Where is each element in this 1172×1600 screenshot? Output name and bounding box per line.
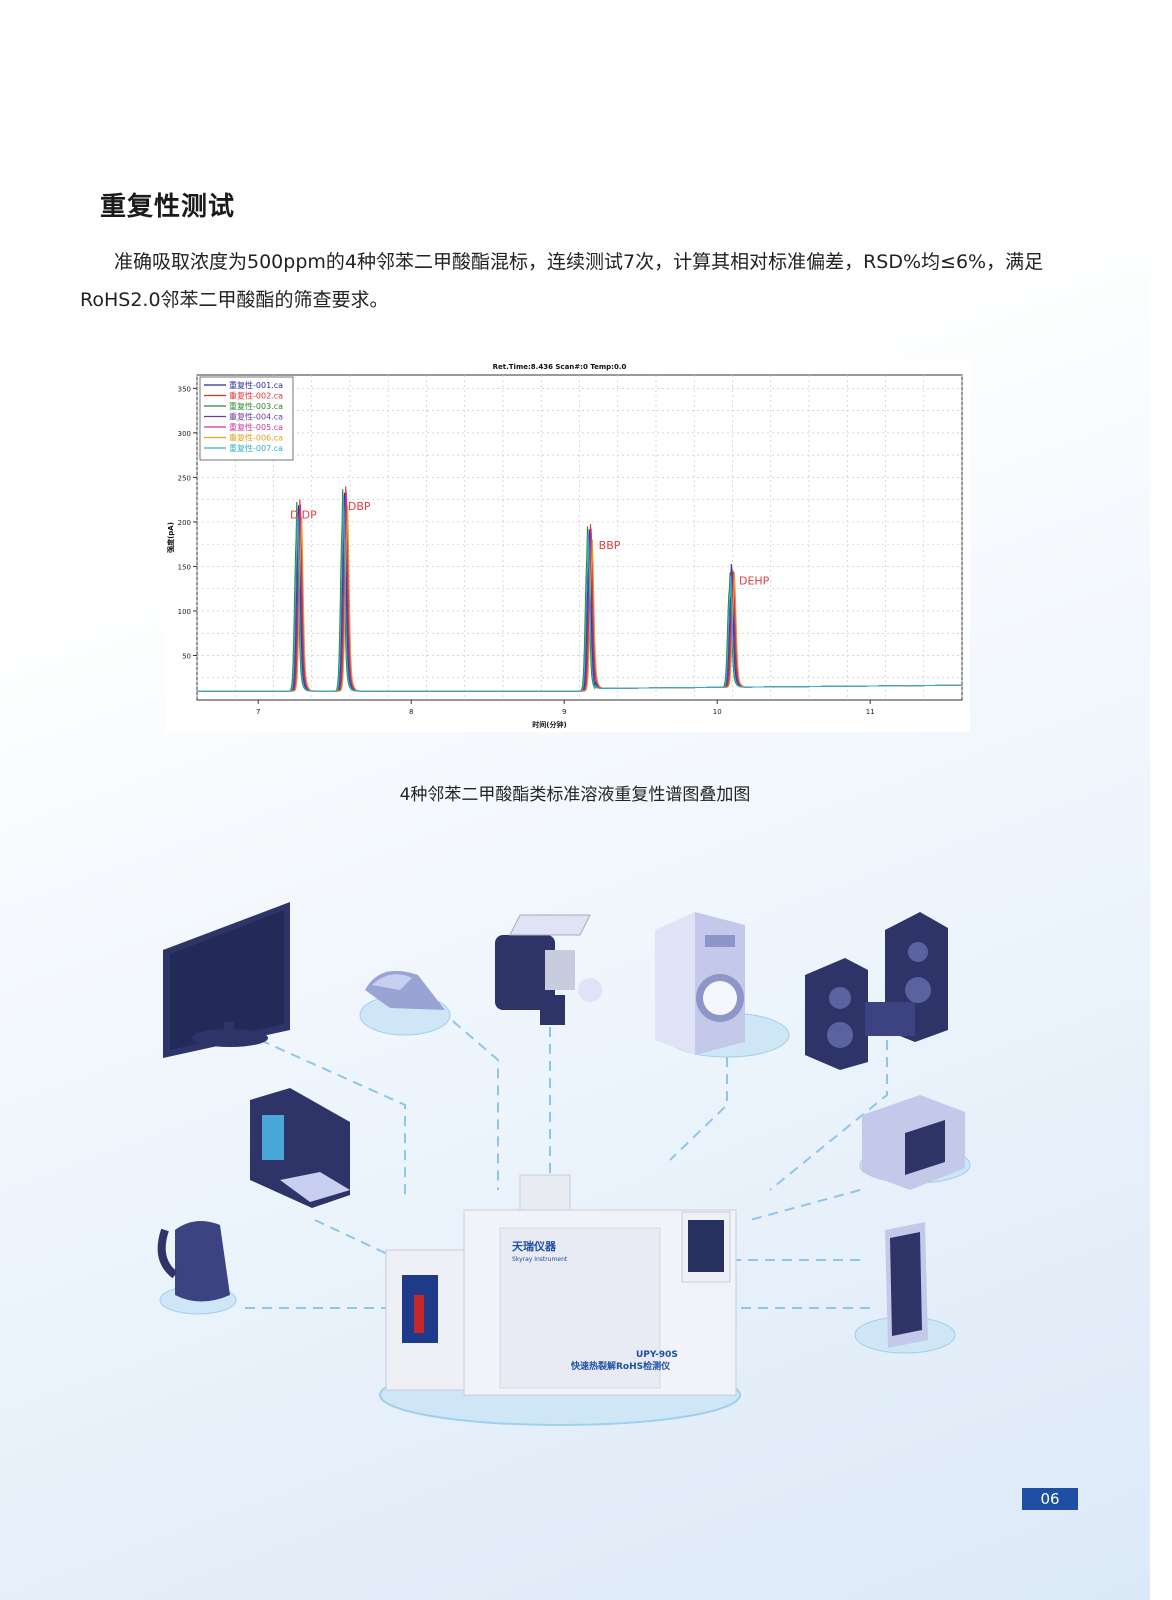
section-title: 重复性测试 (100, 192, 236, 222)
y-tick-label: 300 (178, 430, 191, 438)
smartphone-icon (854, 1222, 956, 1354)
legend-label: 重复性-006.ca (229, 433, 283, 443)
y-tick-label: 100 (178, 608, 191, 616)
legend-box (199, 376, 294, 461)
peak-label: DEHP (739, 574, 770, 587)
appliance-illustration: 天瑞仪器 Skyray Instrument UPY-90S 快速热裂解RoHS… (150, 890, 980, 1450)
peak-label: DIDP (290, 509, 317, 522)
kettle-icon (157, 1221, 237, 1315)
brand-en: Skyray Instrument (512, 1256, 568, 1263)
microwave-icon (859, 1095, 971, 1190)
model-label: UPY-90S (636, 1350, 678, 1360)
chart-title: Ret.Time:8.436 Scan#:0 Temp:0.0 (493, 363, 627, 371)
y-tick-label: 150 (178, 563, 191, 571)
x-tick-label: 9 (562, 708, 566, 716)
paragraph-text: 准确吸取浓度为500ppm的4种邻苯二甲酸酯混标，连续测试7次，计算其相对标准偏… (80, 251, 1044, 311)
speaker-system-icon (805, 912, 948, 1070)
connection-lines (245, 1009, 888, 1309)
instrument-name: 快速热裂解RoHS检测仪 (571, 1360, 671, 1372)
meat-grinder-icon (495, 914, 602, 1025)
page-edge (1150, 0, 1172, 1600)
y-axis-label: 强度(pA) (166, 522, 175, 553)
y-tick-label: 50 (182, 652, 191, 660)
chromatogram-chart: Ret.Time:8.436 Scan#:0 Temp:0.0 50 100 150 2… (165, 360, 970, 732)
legend-label: 重复性-001.ca (229, 380, 283, 390)
chart-caption: 4种邻苯二甲酸酯类标准溶液重复性谱图叠加图 (399, 785, 751, 805)
y-tick-label: 200 (178, 519, 191, 527)
washing-machine-icon (655, 912, 790, 1058)
peak-label: DBP (348, 500, 371, 513)
legend-label: 重复性-003.ca (229, 401, 283, 411)
x-tick-label: 11 (866, 708, 875, 716)
iron-icon (359, 970, 451, 1036)
gc-instrument (463, 1174, 737, 1396)
series-line (197, 497, 962, 692)
legend-label: 重复性-007.ca (229, 443, 283, 453)
peak-label: BBP (599, 539, 621, 552)
x-tick-label: 7 (256, 708, 260, 716)
chart-svg: Ret.Time:8.436 Scan#:0 Temp:0.0 50 100 150 2… (166, 363, 963, 729)
pyrolyzer-unit (385, 1249, 465, 1391)
page-number: 06 (1022, 1488, 1078, 1510)
x-tick-label: 8 (409, 708, 413, 716)
x-axis-label: 时间(分钟) (532, 720, 566, 729)
y-tick-label: 350 (178, 385, 191, 393)
x-tick-label: 10 (713, 708, 722, 716)
tv-icon (163, 902, 290, 1058)
legend-label: 重复性-005.ca (229, 422, 283, 432)
brand-cn: 天瑞仪器 (512, 1239, 557, 1253)
paragraph: 准确吸取浓度为500ppm的4种邻苯二甲酸酯混标，连续测试7次，计算其相对标准偏… (80, 243, 1070, 319)
legend-label: 重复性-002.ca (229, 391, 283, 401)
coffee-machine-icon (250, 1088, 350, 1208)
y-tick-label: 250 (178, 474, 191, 482)
legend-label: 重复性-004.ca (229, 412, 283, 422)
